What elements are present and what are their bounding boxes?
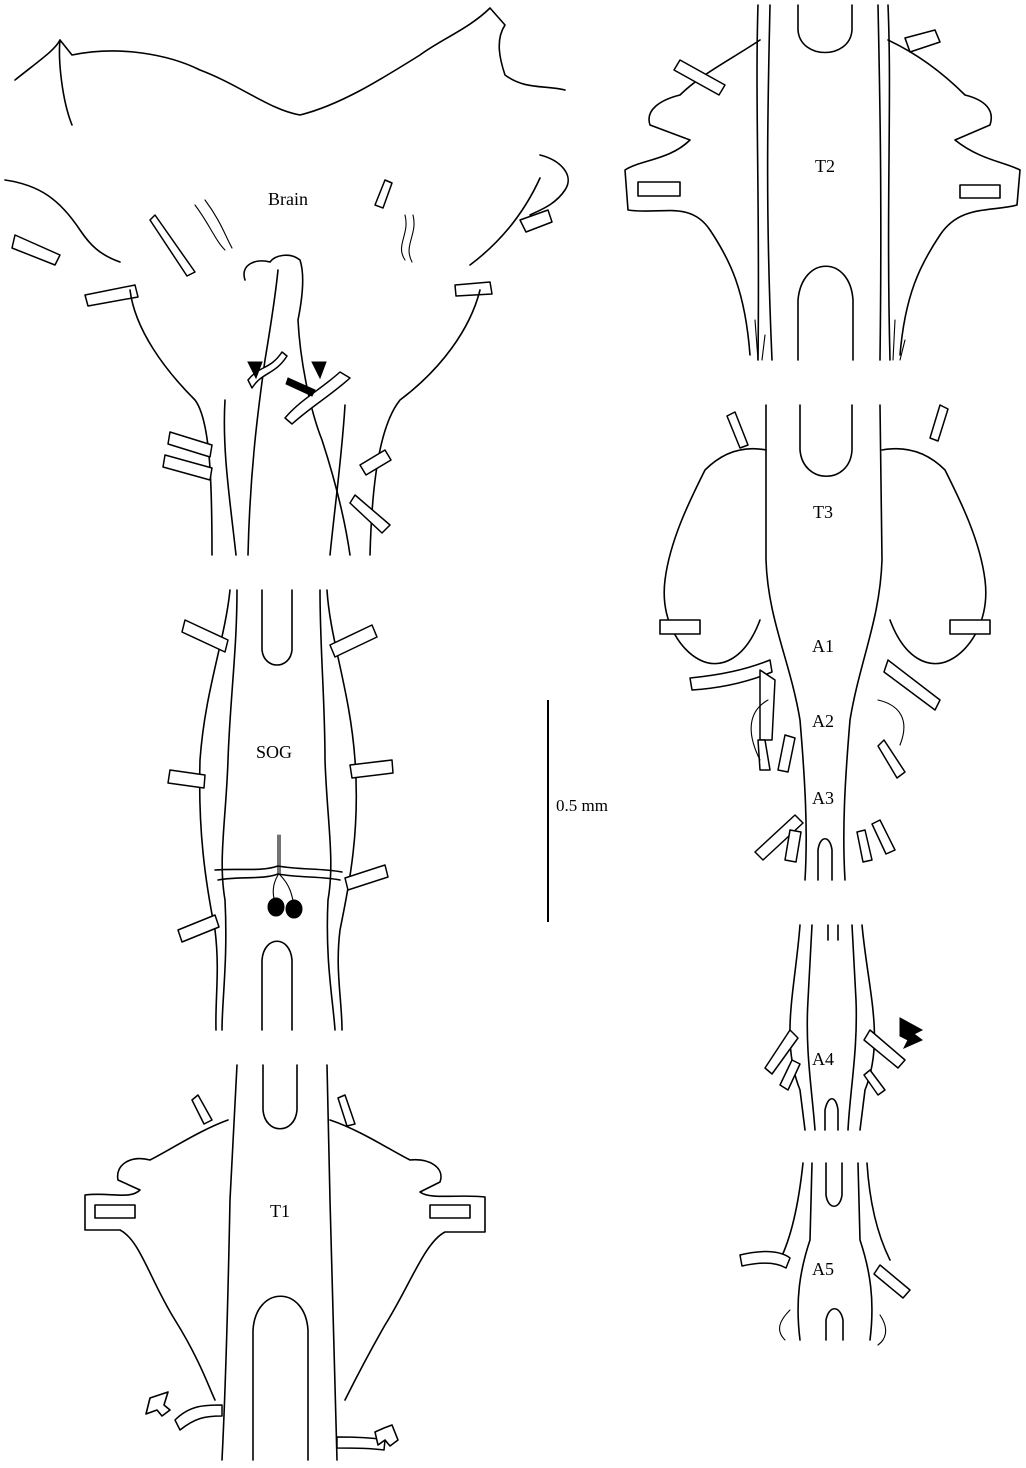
open-arrow-left	[146, 1392, 170, 1416]
label-a3: A3	[812, 788, 834, 808]
scale-bar-label: 0.5 mm	[556, 796, 608, 815]
cell-body-left	[268, 898, 284, 916]
open-arrow-right	[375, 1425, 398, 1446]
label-t3: T3	[813, 502, 833, 522]
label-a1: A1	[812, 636, 834, 656]
label-a5: A5	[812, 1259, 834, 1279]
t3-panel: T3 A1 A2 A3	[660, 405, 990, 880]
t1-panel: T1	[85, 1065, 485, 1460]
label-a2: A2	[812, 711, 834, 731]
label-sog: SOG	[256, 742, 292, 762]
arrowhead-right	[312, 362, 326, 378]
brain-panel: Brain	[5, 8, 568, 555]
scale-bar: 0.5 mm	[548, 700, 608, 922]
label-a4: A4	[812, 1049, 834, 1069]
label-t2: T2	[815, 156, 835, 176]
sog-panel: SOG	[168, 590, 393, 1030]
label-t1: T1	[270, 1201, 290, 1221]
a4-panel: A4	[765, 925, 922, 1130]
filled-arrow-a4	[900, 1018, 922, 1048]
a5-panel: A5	[740, 1163, 910, 1345]
t2-panel: T2	[625, 5, 1020, 360]
label-brain: Brain	[268, 189, 308, 209]
cell-body-right	[286, 900, 302, 918]
